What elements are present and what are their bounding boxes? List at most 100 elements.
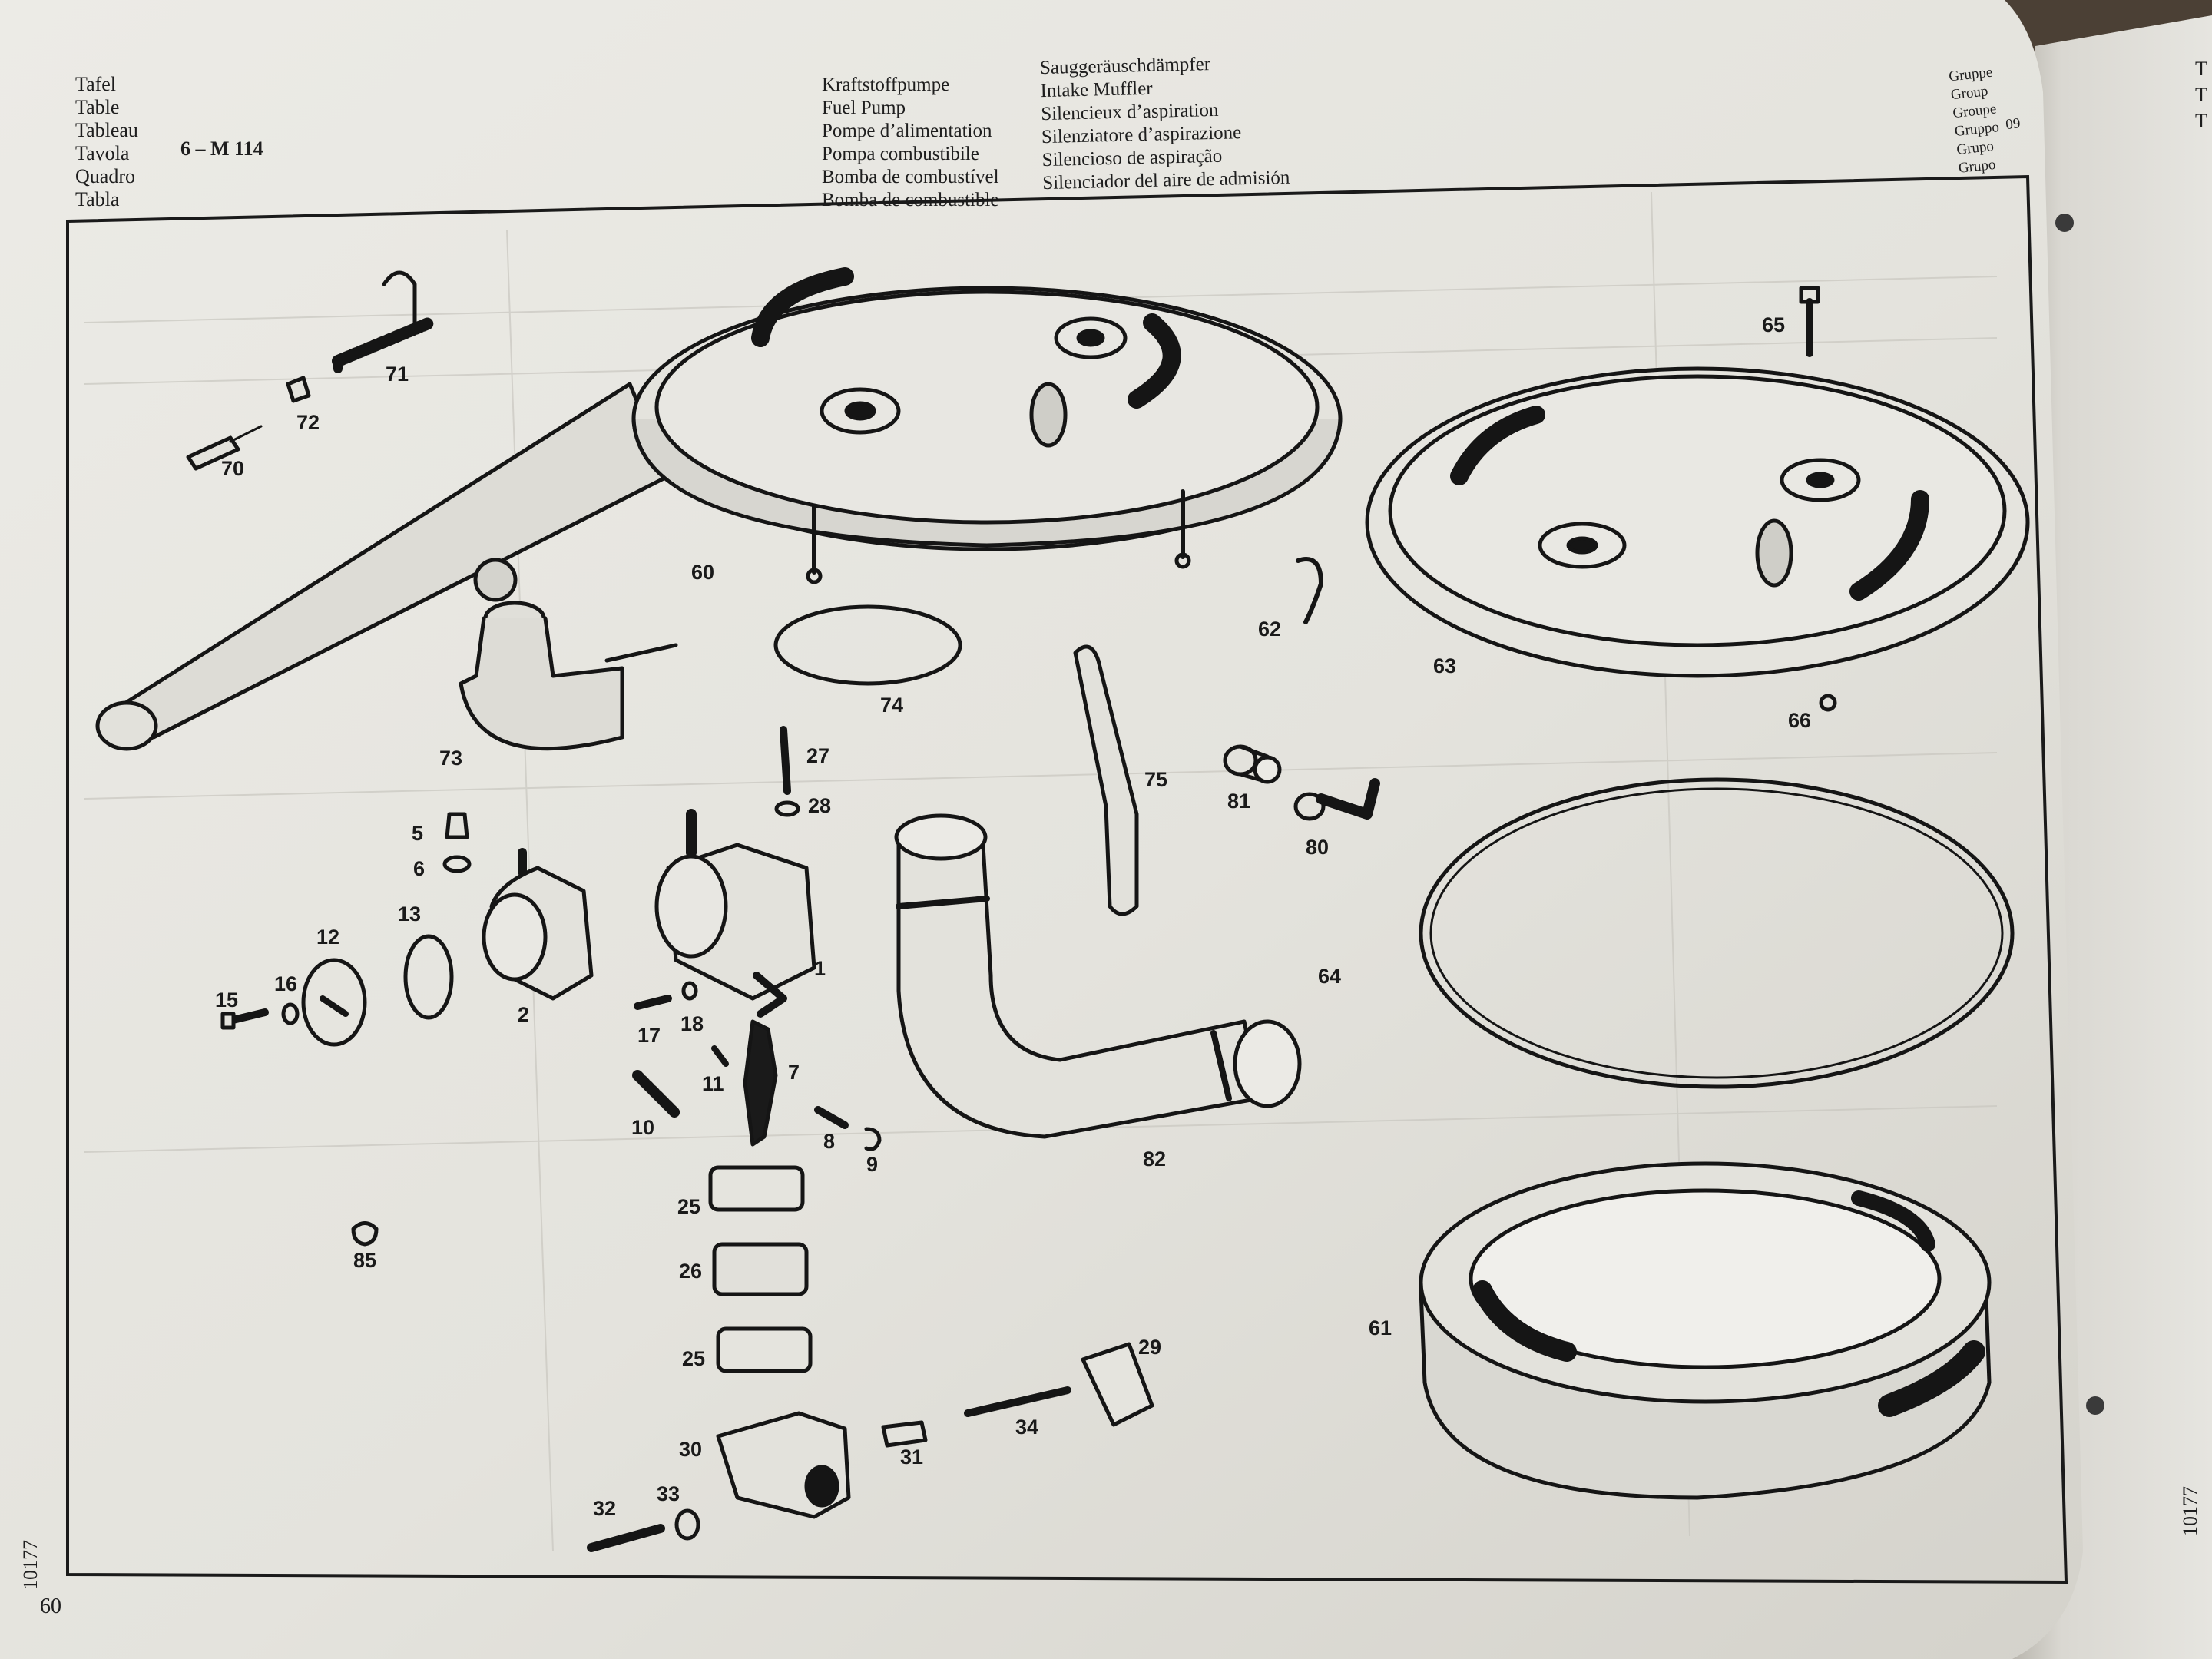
screw-17 — [634, 995, 672, 1010]
page-number: 60 — [40, 1594, 61, 1618]
label-25b: 25 — [682, 1347, 705, 1370]
label-63: 63 — [1433, 654, 1456, 677]
svg-text:Table: Table — [75, 96, 119, 118]
svg-text:Tabla: Tabla — [75, 188, 120, 210]
spring-10 — [632, 1070, 681, 1119]
muffler-title-2: Intake Muffler — [1040, 78, 1153, 101]
label-80: 80 — [1306, 836, 1329, 859]
pin-70 — [186, 425, 263, 471]
muffler-title-1: Sauggeräuschdämpfer — [1040, 54, 1211, 78]
gasket-29 — [1081, 1342, 1154, 1427]
muffler-title-5: Silencioso de aspiração — [1041, 146, 1222, 171]
label-12: 12 — [316, 926, 339, 949]
lang-3: Tableau — [75, 119, 138, 141]
washer-6 — [442, 855, 472, 873]
label-65: 65 — [1762, 313, 1785, 336]
filter-element-61 — [1419, 1161, 1992, 1500]
label-13: 13 — [398, 902, 421, 926]
fuel-pump-title-3: Pompe d’alimentation — [822, 121, 992, 141]
side-code-left: 10177 — [19, 1540, 41, 1590]
ball-18 — [681, 981, 698, 1001]
hose-75 — [1073, 644, 1139, 916]
lang-2: Table — [75, 96, 119, 118]
label-6: 6 — [413, 857, 425, 880]
label-74: 74 — [880, 694, 903, 717]
label-32: 32 — [593, 1497, 616, 1520]
header-intake-muffler-title: Sauggeräuschdämpfer Intake Muffler Silen… — [1040, 54, 1291, 194]
seal-ring-64 — [1419, 777, 2015, 1089]
lever-7 — [743, 1019, 778, 1147]
label-34: 34 — [1015, 1416, 1038, 1439]
bolt-27 — [780, 726, 791, 795]
screw-5 — [445, 812, 469, 839]
label-30: 30 — [679, 1438, 702, 1461]
label-73: 73 — [439, 747, 462, 770]
lang-6: Tabla — [75, 188, 120, 210]
svg-text:Tavola: Tavola — [75, 142, 130, 164]
washer-28 — [774, 800, 800, 817]
plate-number: 6 – M 114 — [180, 137, 263, 160]
header-language-list: Tafel Table Tableau Tavola Quadro Tabla … — [75, 73, 263, 210]
label-64: 64 — [1318, 965, 1341, 988]
air-cleaner-cover-63 — [1365, 366, 2030, 678]
cover-plate-12 — [301, 958, 367, 1047]
svg-text:Grupo: Grupo — [1958, 157, 1996, 177]
pin-11 — [711, 1045, 729, 1067]
bolt-65 — [1799, 286, 1820, 357]
group-number: 09 — [2005, 115, 2021, 133]
svg-text:Grupo: Grupo — [1955, 138, 1994, 158]
side-code-right: 10177 — [2179, 1486, 2201, 1536]
svg-text:Tableau: Tableau — [75, 119, 138, 141]
fuel-pump-title-2: Fuel Pump — [822, 98, 906, 118]
label-26: 26 — [679, 1260, 702, 1283]
muffler-title-4: Silenziatore d’aspirazione — [1041, 122, 1242, 147]
washer-16 — [281, 1002, 300, 1025]
svg-text:Group: Group — [1950, 83, 1988, 103]
label-2: 2 — [518, 1003, 529, 1026]
washer-33 — [674, 1508, 700, 1541]
label-18: 18 — [680, 1012, 704, 1035]
label-31: 31 — [900, 1445, 923, 1469]
muffler-title-3: Silencieux d’aspiration — [1041, 100, 1219, 124]
label-61: 61 — [1369, 1316, 1392, 1339]
screw-15 — [220, 1008, 269, 1030]
nut-66 — [1819, 694, 1837, 712]
label-1: 1 — [814, 957, 826, 980]
label-33: 33 — [657, 1482, 680, 1505]
svg-text:T: T — [2195, 110, 2207, 132]
label-16: 16 — [274, 972, 297, 995]
label-27: 27 — [806, 744, 830, 767]
lang-1: Tafel — [75, 73, 116, 95]
fuel-pump-1 — [654, 809, 816, 1018]
gasket-25a — [708, 1165, 805, 1212]
sleeve-73 — [459, 601, 678, 751]
spring-lever-71 — [332, 270, 436, 373]
label-10: 10 — [631, 1116, 654, 1139]
fitting-81 — [1223, 744, 1282, 784]
label-66: 66 — [1788, 709, 1811, 732]
label-71: 71 — [386, 363, 409, 386]
label-70: 70 — [221, 457, 244, 480]
label-62: 62 — [1258, 618, 1281, 641]
svg-text:Tafel: Tafel — [75, 73, 116, 95]
fuel-pump-title-5: Bomba de combustível — [822, 167, 999, 187]
svg-text:T: T — [2195, 58, 2207, 80]
svg-text:Quadro: Quadro — [75, 165, 135, 187]
grommet-85 — [351, 1221, 379, 1247]
sleeve-31 — [881, 1420, 928, 1448]
gasket-74 — [773, 604, 962, 686]
label-25a: 25 — [677, 1195, 700, 1218]
diaphragm-ring-13 — [403, 934, 454, 1020]
fuel-pump-title-1: Kraftstoffpumpe — [822, 75, 949, 95]
gasket-25b — [716, 1326, 813, 1373]
lang-4: Tavola — [75, 142, 130, 164]
label-82: 82 — [1143, 1147, 1166, 1171]
label-5: 5 — [412, 822, 423, 845]
nut-72 — [286, 376, 311, 403]
spacer-26 — [712, 1242, 809, 1296]
pump-cover-2 — [482, 848, 594, 1001]
pin-8 — [814, 1106, 849, 1129]
flange-30 — [716, 1411, 851, 1519]
label-72: 72 — [296, 411, 320, 434]
